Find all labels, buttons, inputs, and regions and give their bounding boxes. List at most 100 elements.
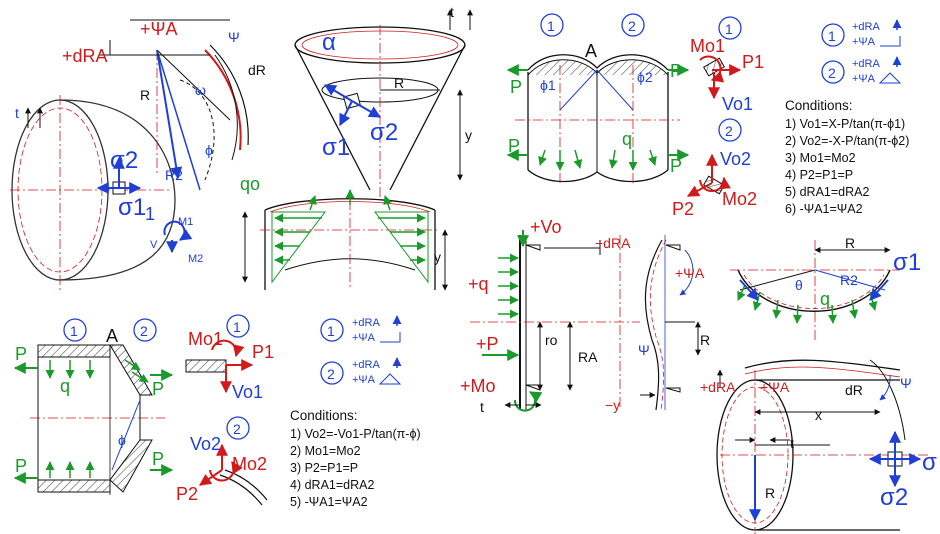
label-phi-sphere: ϕ [205,142,213,158]
panel-bowl: R σ1 θ R2 q [730,235,921,340]
label-dRA-plus: +dRA [62,46,108,66]
sign-legend-top: 1 +dRA +ΨA 2 +dRA +ΨA [821,19,902,85]
label-R-wall: R [700,332,710,348]
label-Mo2-top: Mo2 [722,189,757,209]
label-A-spheres: A [585,41,597,61]
junction-circle-2: 2 [140,323,148,339]
label-x-cyl: x [815,407,822,423]
conditions-bottom-item-4: 4) dRA1=dRA2 [290,478,374,492]
label-y-minus: −y [605,397,620,413]
label-psiA-cyl: +ΨA [760,379,790,395]
label-psi-wall: Ψ [638,342,650,358]
label-phi1: ϕ1 [540,77,556,93]
label-R-cyl: R [765,485,775,501]
label-RA: RA [578,349,598,365]
label-y-cyl: y [434,249,441,265]
fbd-bottom: 1 Mo1 P1 Vo1 2 Vo2 Mo2 P2 [176,314,274,506]
conditions-top-item-1: 1) Vo1=X-P/tan(π-ϕ1) [785,117,905,131]
label-P-right-top: P [670,61,682,81]
label-omega: ω [195,82,206,98]
label-P-right-bottom: P [670,156,682,176]
label-V: V [150,239,158,251]
conditions-bottom-heading: Conditions: [290,408,358,423]
label-P-junction-right-bottom: P [152,449,164,469]
label-P2-bottom: P2 [176,484,198,504]
legend-top-circle-2: 2 [828,65,836,81]
label-sigma1-bowl: σ1 [893,249,921,276]
label-Vo2-bottom: Vo2 [190,434,221,454]
conditions-top: Conditions: 1) Vo1=X-P/tan(π-ϕ1) 2) Vo2=… [785,98,909,216]
label-q-spheres: q [622,129,632,149]
label-sigma1-cone: σ1 [322,134,350,161]
label-M2: M2 [188,253,203,265]
label-P-plus: +P [476,334,499,354]
label-Mo2-bottom: Mo2 [232,454,267,474]
legend-top-psiA-2: +ΨA [852,73,876,85]
label-Vo1-bottom: Vo1 [232,382,263,402]
panel-spherical-element: +ΨA Ψ +dRA dR R ω ϕ R2 [62,19,266,191]
legend-bottom-dRA-2: +dRA [352,359,380,371]
label-t-wall: t [480,399,484,415]
legend-top-circle-1: 1 [828,28,836,44]
label-P2-top: P2 [672,199,694,219]
conditions-top-item-2: 2) Vo2=-X-P/tan(π-ϕ2) [785,134,909,148]
label-R2: R2 [165,167,183,183]
label-Vo1-top: Vo1 [722,94,753,114]
fbd-top-circle-2: 2 [725,123,733,139]
conditions-bottom-item-2: 2) Mo1=Mo2 [290,444,361,458]
legend-bottom-psiA-2: +ΨA [352,374,376,386]
label-psi-cyl: Ψ [900,375,912,391]
sign-legend-bottom: 1 +dRA +ΨA 2 +dRA +ΨA [320,315,402,386]
label-R-cone: R [394,75,404,91]
label-sigma2-left: σ2 [110,147,138,174]
label-sigma1-left: σ1 [118,194,146,221]
fbd-bottom-circle-2: 2 [233,421,241,437]
label-M1: M1 [178,216,193,228]
label-qo: qo [240,174,260,194]
label-R-sphere: R [140,87,150,103]
circle-2-spheres: 2 [628,18,636,34]
label-phi2: ϕ2 [637,69,653,85]
label-one: 1 [145,204,155,224]
conditions-top-item-6: 6) -ΨA1=ΨA2 [785,202,863,216]
label-sigma2-cone: σ2 [370,119,398,146]
label-R-bowl: R [845,235,855,251]
label-P-left-bottom: P [508,136,520,156]
panel-cyl-cone-junction: 1 2 A P q P ϕ P P [13,318,174,495]
label-theta: θ [795,277,803,293]
legend-bottom-circle-1: 1 [327,323,335,339]
label-ro: ro [545,332,558,348]
label-psi-top: Ψ [228,29,240,45]
label-dRA-minus: −dRA [595,235,631,251]
label-t: t [15,105,19,121]
label-Mo1-bottom: Mo1 [188,329,223,349]
label-Vo2-top: Vo2 [720,149,751,169]
legend-top-dRA-2: +dRA [852,58,880,70]
label-t-cone: t [450,4,454,20]
label-dR-cyl: dR [845,382,863,398]
legend-top-psiA-1: +ΨA [852,36,876,48]
label-dRA-plus-cyl: +dRA [700,379,736,395]
label-phi-junction: ϕ [118,432,126,448]
legend-bottom-dRA-1: +dRA [352,317,380,329]
conditions-bottom-item-5: 5) -ΨA1=ΨA2 [290,495,368,509]
conditions-top-item-4: 4) P2=P1=P [785,168,853,182]
junction-circle-1: 1 [70,323,78,339]
circle-1-spheres: 1 [547,18,555,34]
label-Mo1-top: Mo1 [690,36,725,56]
panel-cylinder-wall: +Vo −dRA +ΨA +q ro RA +P Ψ R +Mo t −y [460,217,710,415]
legend-top-dRA-1: +dRA [852,21,880,33]
label-P-left-top: P [510,77,522,97]
label-dR: dR [248,62,266,78]
label-psiA-wall: +ΨA [675,265,705,281]
panel-cone: t α R σ1 σ2 y [294,4,473,200]
conditions-top-item-3: 3) Mo1=Mo2 [785,151,856,165]
conditions-bottom: Conditions: 1) Vo2=-Vo1-P/tan(π-ϕ) 2) Mo… [290,408,421,509]
label-y-cone: y [465,127,472,143]
label-A-junction: A [106,326,118,346]
panel-two-spheres: 1 2 A P P P P ϕ1 ϕ2 q [506,13,690,185]
panel-cylinder: +dRA +ΨA dR Ψ x t R σ σ2 [700,359,937,534]
panel-cylinder-qo: qo y [240,174,448,291]
fbd-top: 1 Mo1 P1 Vo1 2 Vo2 Mo2 P2 [672,16,764,219]
label-P-junction-right-top: P [152,379,164,399]
